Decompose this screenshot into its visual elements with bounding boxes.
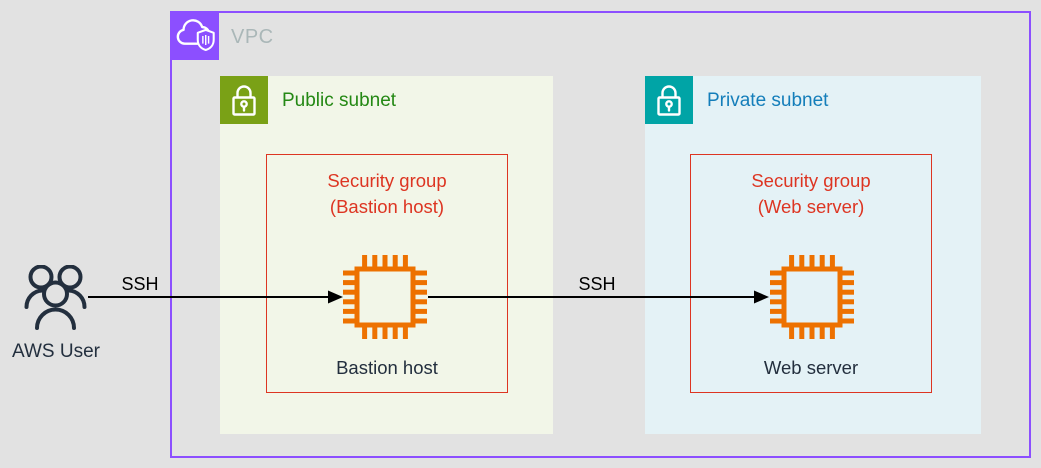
ssh-label-bastion-to-web: SSH: [578, 274, 616, 294]
bastion-security-group: Security group (Bastion host): [266, 154, 508, 393]
vpc-container: [170, 11, 1031, 458]
web-server-instance-icon: [769, 254, 855, 340]
private-subnet-lock-icon: [645, 76, 693, 124]
bastion-security-group-title: Security group (Bastion host): [327, 170, 447, 217]
vpc-label: VPC: [231, 26, 274, 48]
web-security-group-title: Security group (Web server): [751, 170, 871, 217]
private-subnet-label: Private subnet: [707, 90, 829, 111]
web-security-group: Security group (Web server): [690, 154, 932, 393]
web-server-label: Web server: [763, 357, 859, 378]
aws-user-icon: [24, 265, 87, 330]
ssh-label-user-to-bastion: SSH: [121, 274, 159, 294]
bastion-host-label: Bastion host: [336, 357, 438, 378]
public-subnet-label: Public subnet: [282, 90, 397, 111]
public-subnet-lock-icon: [220, 76, 268, 124]
aws-user-label: AWS User: [12, 341, 100, 362]
vpc-icon: [170, 11, 219, 60]
bastion-host-instance-icon: [342, 254, 428, 340]
